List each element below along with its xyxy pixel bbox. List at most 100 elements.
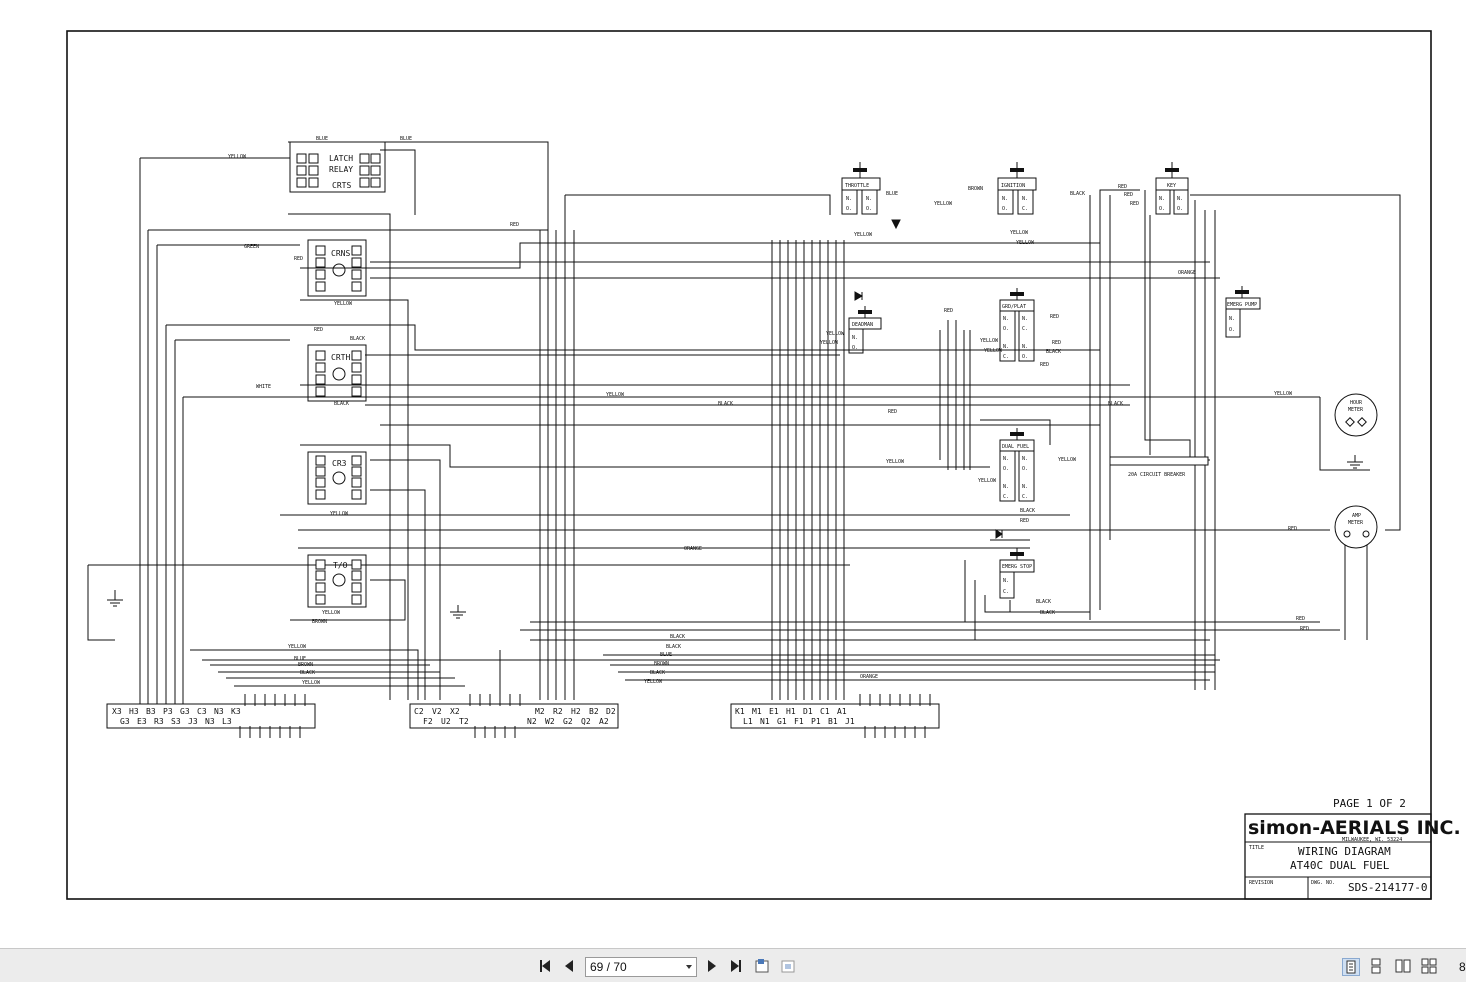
svg-text:RED: RED: [1118, 184, 1127, 190]
svg-text:BLUE: BLUE: [660, 652, 672, 658]
fit-width-icon: [781, 960, 795, 973]
svg-text:YELLOW: YELLOW: [820, 340, 839, 346]
svg-text:C3: C3: [197, 707, 207, 716]
continuous-facing-view-button[interactable]: [1421, 958, 1439, 976]
svg-text:WHITE: WHITE: [256, 384, 271, 390]
facing-view-button[interactable]: [1395, 958, 1413, 976]
ground-symbols: [107, 455, 1363, 619]
terminal-strip-1: X3 H3 B3 P3 G3 C3 N3 K3 G3 E3 R3 S3 J3 N…: [106, 694, 316, 738]
svg-text:BROWN: BROWN: [968, 186, 983, 192]
svg-text:BLACK: BLACK: [666, 644, 681, 650]
emerg-pump-switch: EMERG PUMP N.O.: [1225, 286, 1261, 338]
svg-text:DUAL FUEL: DUAL FUEL: [1002, 444, 1029, 450]
svg-text:C.: C.: [1003, 494, 1009, 500]
zoom-level[interactable]: 8: [1459, 960, 1466, 974]
single-page-view-button[interactable]: [1342, 958, 1360, 976]
svg-text:R2: R2: [553, 707, 563, 716]
page-number-select[interactable]: 69 / 70: [585, 957, 697, 977]
svg-text:N.: N.: [1022, 196, 1028, 202]
svg-text:RED: RED: [1124, 192, 1133, 198]
key-switch: KEY N.O. N.O.: [1155, 162, 1189, 215]
svg-text:RED: RED: [510, 222, 519, 228]
svg-text:20A CIRCUIT BREAKER: 20A CIRCUIT BREAKER: [1128, 472, 1186, 478]
svg-text:CRNS: CRNS: [331, 249, 350, 258]
svg-text:O.: O.: [1003, 466, 1009, 472]
wiring-diagram-sheet: LATCH RELAY CRTS CRNS CRTH CR3 T/O THROT…: [66, 30, 1461, 900]
svg-text:BLACK: BLACK: [718, 401, 733, 407]
svg-text:C.: C.: [1022, 206, 1028, 212]
last-page-button[interactable]: [727, 958, 745, 974]
svg-text:R3: R3: [154, 717, 164, 726]
svg-text:M1: M1: [752, 707, 762, 716]
fit-width-button[interactable]: [779, 958, 797, 974]
svg-text:B1: B1: [828, 717, 838, 726]
continuous-page-icon: [1371, 958, 1381, 974]
next-page-button[interactable]: [703, 958, 721, 974]
svg-text:YELLOW: YELLOW: [644, 679, 663, 685]
svg-text:C.: C.: [1003, 354, 1009, 360]
svg-text:N2: N2: [527, 717, 537, 726]
svg-text:BLUE: BLUE: [400, 136, 412, 142]
svg-text:D1: D1: [803, 707, 813, 716]
svg-text:C.: C.: [1003, 589, 1009, 595]
svg-text:RELAY: RELAY: [329, 165, 353, 174]
terminal-strip-3: K1 M1 E1 H1 D1 C1 A1 L1 N1 G1 F1 P1 B1 J…: [730, 694, 940, 738]
svg-text:EMERG STOP: EMERG STOP: [1002, 564, 1032, 570]
svg-text:G3: G3: [120, 717, 130, 726]
svg-text:BLACK: BLACK: [1020, 508, 1035, 514]
svg-text:BLACK: BLACK: [300, 670, 315, 676]
svg-text:BLACK: BLACK: [334, 401, 349, 407]
svg-text:A1: A1: [837, 707, 847, 716]
title-block: PAGE 1 OF 2 simon-AERIALS INC. MILWAUKEE…: [1244, 797, 1461, 900]
svg-text:METER: METER: [1348, 520, 1364, 526]
last-page-icon: [731, 960, 739, 972]
company-logo: simon-AERIALS INC.: [1248, 817, 1461, 839]
svg-text:U2: U2: [441, 717, 451, 726]
facing-pages-icon: [1395, 959, 1411, 973]
previous-page-icon: [565, 960, 573, 972]
svg-text:YELLOW: YELLOW: [606, 392, 625, 398]
svg-text:ORANGE: ORANGE: [1178, 270, 1196, 276]
svg-text:S3: S3: [171, 717, 181, 726]
page-indicator: 69 / 70: [590, 960, 627, 974]
svg-text:RED: RED: [1300, 626, 1309, 632]
first-page-button[interactable]: [536, 958, 554, 974]
wire-harness: [87, 141, 1340, 705]
svg-text:B2: B2: [589, 707, 599, 716]
svg-text:GRD/PLAT: GRD/PLAT: [1002, 304, 1026, 310]
drawing-subtitle: AT40C DUAL FUEL: [1290, 859, 1390, 872]
svg-text:H3: H3: [129, 707, 139, 716]
svg-text:N.: N.: [1177, 196, 1183, 202]
svg-text:N.: N.: [1002, 196, 1008, 202]
svg-text:HOUR: HOUR: [1350, 400, 1363, 406]
svg-text:DWG. NO.: DWG. NO.: [1311, 880, 1335, 886]
svg-text:Q2: Q2: [581, 717, 591, 726]
svg-text:RED: RED: [1130, 201, 1139, 207]
svg-text:BLACK: BLACK: [1108, 401, 1123, 407]
svg-text:N.: N.: [1022, 484, 1028, 490]
drawing-number: SDS-214177-0: [1348, 881, 1427, 894]
svg-text:YELLOW: YELLOW: [302, 680, 321, 686]
svg-text:CRTS: CRTS: [332, 181, 351, 190]
svg-text:RED: RED: [944, 308, 953, 314]
continuous-view-button[interactable]: [1368, 958, 1386, 976]
svg-text:W2: W2: [545, 717, 555, 726]
throttle-switch: THROTTLE N.O. N.O.: [841, 162, 881, 215]
svg-text:EMERG PUMP: EMERG PUMP: [1227, 302, 1257, 308]
svg-text:YELLOW: YELLOW: [322, 610, 341, 616]
svg-text:O.: O.: [866, 206, 872, 212]
svg-text:KEY: KEY: [1167, 183, 1176, 189]
svg-text:H1: H1: [786, 707, 796, 716]
svg-text:ORANGE: ORANGE: [684, 546, 702, 552]
svg-text:A2: A2: [599, 717, 609, 726]
svg-text:YELLOW: YELLOW: [854, 232, 873, 238]
svg-text:YELLOW: YELLOW: [934, 201, 953, 207]
svg-text:BLACK: BLACK: [670, 634, 685, 640]
terminal-strip-2: C2 V2 X2 M2 R2 H2 B2 D2 F2 U2 T2 N2 W2 G…: [409, 694, 619, 738]
fit-page-button[interactable]: [753, 958, 771, 974]
svg-text:G3: G3: [180, 707, 190, 716]
svg-text:N.: N.: [1022, 344, 1028, 350]
svg-text:N.: N.: [1022, 316, 1028, 322]
svg-text:YELLOW: YELLOW: [288, 644, 307, 650]
previous-page-button[interactable]: [560, 958, 578, 974]
